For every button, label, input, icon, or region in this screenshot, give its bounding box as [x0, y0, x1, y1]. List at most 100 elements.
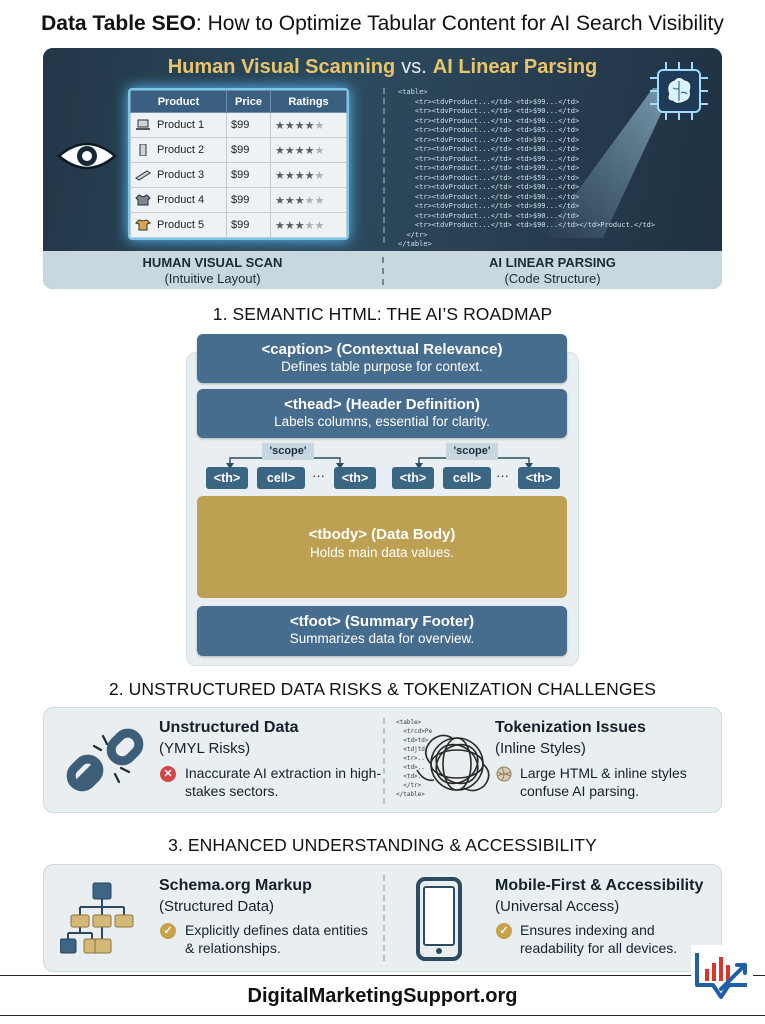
product-table-header-row: Product Price Ratings: [130, 90, 347, 113]
price-column-header: Price: [226, 90, 271, 113]
tbody-block: <tbody> (Data Body) Holds main data valu…: [197, 496, 567, 598]
tangle-code-line: <trcd>Pe: [396, 728, 433, 735]
star-filled-icon: ★: [275, 169, 285, 182]
star-rating: ★★★★★: [275, 220, 324, 232]
scope-label-right: 'scope': [446, 443, 498, 460]
schema-markup-title: Schema.org Markup: [159, 877, 312, 894]
tangled-yarn-icon: [416, 734, 490, 792]
human-scan-title: HUMAN VISUAL SCAN: [142, 255, 283, 270]
unstructured-data-description: Inaccurate AI extraction in high-stakes …: [185, 765, 382, 799]
schema-markup-subtitle: (Structured Data): [159, 898, 275, 915]
star-rating: ★★★★★: [275, 145, 324, 157]
tangle-code-line: <td>..: [396, 764, 425, 771]
page-title-bold: Data Table SEO: [41, 12, 196, 35]
hero-heading-left: Human Visual Scanning: [167, 56, 396, 78]
star-filled-icon: ★: [294, 144, 305, 157]
product-name: Product 4: [157, 193, 205, 206]
ai-parsing-title: AI LINEAR PARSING: [489, 255, 616, 270]
code-line: <tr><tdvProduct...</td> <td>$05...</td>: [398, 126, 580, 134]
tokenization-issues-title: Tokenization Issues: [495, 719, 646, 736]
tangle-code-line: <table>: [396, 719, 422, 726]
product-rating-cell: ★★★★★: [270, 212, 347, 238]
tshirt-icon: [135, 219, 151, 231]
product-name-cell: Product 4: [130, 187, 227, 213]
hero-labels-bar: HUMAN VISUAL SCAN (Intuitive Layout) AI …: [43, 251, 722, 289]
product-price-cell: $99: [226, 187, 271, 213]
tfoot-bar: <tfoot> (Summary Footer) Summarizes data…: [197, 606, 567, 656]
section-3-heading: 3. ENHANCED UNDERSTANDING & ACCESSIBILIT…: [168, 835, 597, 855]
code-line: </tr>: [398, 230, 428, 239]
product-name-cell: Product 1: [130, 112, 227, 138]
tokenization-issues-subtitle: (Inline Styles): [495, 740, 586, 757]
star-filled-icon: ★: [284, 119, 295, 132]
thead-description: Labels columns, essential for clarity.: [274, 414, 490, 429]
tokenization-issues-description: Large HTML & inline styles confuse AI pa…: [520, 765, 687, 799]
accessibility-card: Schema.org Markup (Structured Data) ✓ Ex…: [43, 864, 722, 972]
star-filled-icon: ★: [284, 169, 295, 182]
tangle-code-line: <td>td>: [396, 737, 429, 744]
ai-parsing-subtitle: (Code Structure): [504, 271, 601, 286]
product-rating-cell: ★★★★★: [270, 112, 347, 138]
ai-chip-brain-icon: [650, 62, 708, 120]
risks-card: Unstructured Data (YMYL Risks) ✕ Inaccur…: [43, 707, 722, 813]
mobile-phone-icon: [416, 877, 462, 961]
ellipsis-2: ···: [496, 468, 509, 483]
product-name: Product 1: [157, 118, 205, 131]
ai-parsing-label: AI LINEAR PARSING (Code Structure): [383, 255, 722, 287]
star-filled-icon: ★: [294, 194, 305, 207]
tangle-code-line: </tr>: [396, 782, 422, 789]
product-name-cell: Product 5: [130, 212, 227, 238]
code-line: <tr><tdvProduct...</td> <td>$90...</td><…: [398, 221, 656, 229]
eye-icon: [57, 142, 117, 170]
tangle-code-line: <tdjtd: [396, 746, 425, 753]
page-title-rest: : How to Optimize Tabular Content for AI…: [195, 12, 724, 35]
error-icon: ✕: [160, 766, 176, 782]
product-table-body: Product 1$99★★★★★Product 2$99★★★★★Produc…: [130, 112, 347, 238]
thead-title: <thead> (Header Definition): [284, 396, 480, 413]
code-line: <tr><tdvProduct...</td> <td>$90...</td>: [398, 145, 580, 153]
product-row: Product 2$99★★★★★: [130, 137, 347, 163]
product-name: Product 2: [157, 143, 205, 156]
product-table: Product Price Ratings Product 1$99★★★★★P…: [128, 88, 349, 240]
star-empty-icon: ★: [314, 169, 325, 182]
ratings-column-header: Ratings: [270, 90, 347, 113]
star-empty-icon: ★: [314, 194, 325, 207]
product-name-cell: Product 2: [130, 137, 227, 163]
tfoot-description: Summarizes data for overview.: [289, 631, 475, 646]
human-scan-subtitle: (Intuitive Layout): [164, 271, 261, 286]
product-price-cell: $99: [226, 162, 271, 188]
mobile-first-description: Ensures indexing and readability for all…: [520, 922, 678, 956]
star-filled-icon: ★: [294, 119, 305, 132]
light-beam-graphic: [543, 88, 673, 238]
th-chip-2: <th>: [334, 467, 376, 489]
th-chip-1: <th>: [206, 467, 248, 489]
star-filled-icon: ★: [294, 169, 305, 182]
product-price-cell: $99: [226, 112, 271, 138]
schema-hierarchy-icon: [60, 882, 134, 954]
star-filled-icon: ★: [294, 219, 305, 232]
star-filled-icon: ★: [284, 194, 295, 207]
phone-icon: [139, 144, 147, 157]
star-empty-icon: ★: [304, 194, 315, 207]
code-line: <tr><tdvProduct...</td> <td>$99...</td>: [398, 164, 580, 172]
product-row: Product 1 $99★★★★★: [130, 112, 347, 138]
footer-rule-bottom: [0, 1015, 765, 1016]
product-rating-cell: ★★★★★: [270, 187, 347, 213]
product-row: Product 4 $99★★★★★: [130, 187, 347, 213]
scope-label-left: 'scope': [262, 443, 314, 460]
code-line: <tr><tdvProduct...</td> <td>$99...</td>: [398, 135, 580, 144]
footer-rule-top: [0, 975, 765, 976]
section-1-heading: 1. SEMANTIC HTML: THE AI’S ROADMAP: [212, 304, 553, 324]
product-column-header: Product: [130, 90, 227, 113]
code-line: <tr><tdvProduct...</td> <td>$90...</td>: [398, 211, 580, 220]
code-line: <tr><tdvProduct...</td> <td>$90...</td>: [398, 192, 580, 201]
product-row: Product 3$99★★★★★: [130, 162, 347, 188]
caption-bar: <caption> (Contextual Relevance) Defines…: [197, 334, 567, 383]
code-line: <tr><tdvProduct...</td> <td>$90...</td>: [398, 107, 580, 115]
hero-heading-right: AI Linear Parsing: [432, 56, 598, 78]
html-code-block: <table> <tr><tdvProduct...</td> <td>$99.…: [398, 88, 656, 248]
star-filled-icon: ★: [304, 119, 315, 132]
hero-center-divider: [383, 88, 385, 243]
